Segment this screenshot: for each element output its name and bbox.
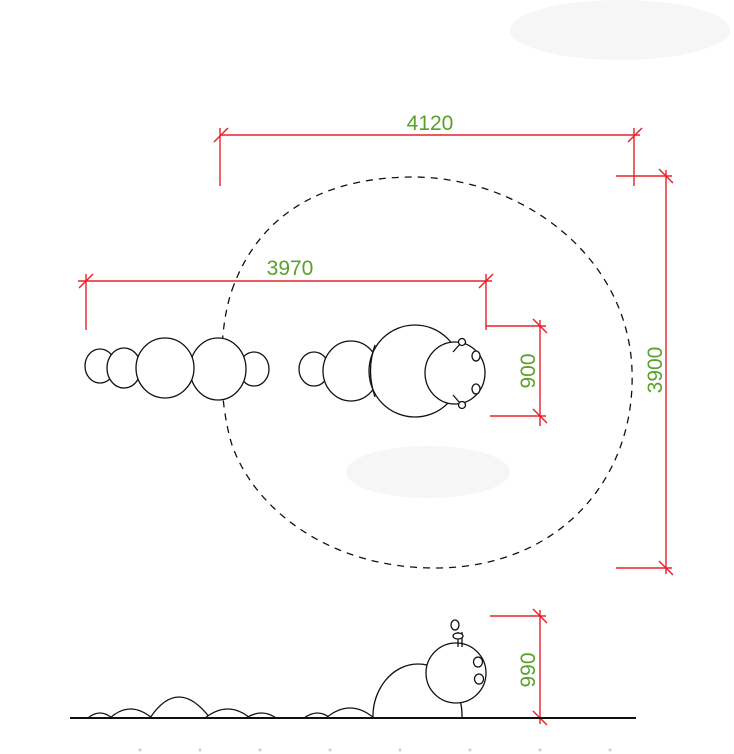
- dimension-body-width: 900: [486, 318, 548, 426]
- dimension-label-overall-width: 4120: [407, 112, 454, 135]
- dimension-label-overall-height: 3900: [644, 347, 667, 394]
- dimension-elevation-height: 990: [490, 608, 548, 726]
- eye-icon: [471, 383, 481, 395]
- caterpillar-elevation: [86, 619, 487, 719]
- eye-icon: [472, 656, 484, 668]
- eye-icon: [473, 673, 485, 685]
- bottom-artifacts: [138, 748, 612, 752]
- background-smudge: [346, 446, 510, 498]
- safety-zone-boundary: [220, 176, 633, 569]
- background-smudge: [510, 0, 730, 60]
- eye-icon: [471, 350, 481, 362]
- dimension-label-body-width: 900: [517, 353, 540, 388]
- dimension-body-length: 3970: [78, 257, 494, 330]
- caterpillar-head-plan: [298, 324, 486, 418]
- dimension-label-elevation-height: 990: [517, 652, 540, 687]
- dimension-label-body-length: 3970: [267, 257, 314, 280]
- caterpillar-tail-plan: [84, 337, 270, 401]
- dimension-overall-height: 3900: [616, 168, 674, 576]
- dimension-overall-width: 4120: [213, 112, 643, 186]
